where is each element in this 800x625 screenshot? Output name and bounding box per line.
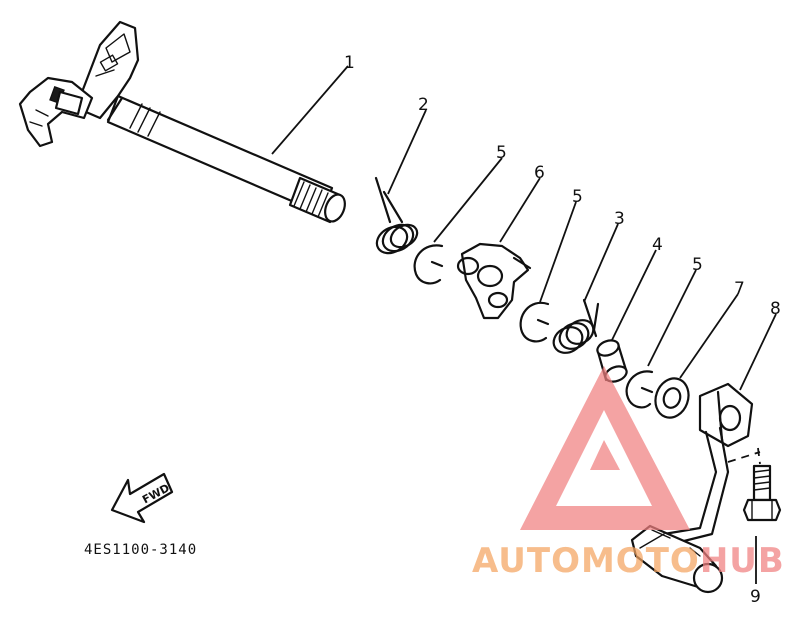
circlip-part-5-b [519, 301, 550, 343]
forward-direction-arrow: FWD [110, 472, 174, 524]
callout-6: 6 [534, 163, 545, 183]
callout-5-c: 5 [692, 255, 703, 275]
callout-labels: 1 2 5 6 5 3 4 5 7 8 9 [344, 53, 781, 607]
leader-lines [271, 65, 777, 584]
shift-shaft-part-1 [18, 20, 346, 224]
circlip-part-5-c [625, 370, 654, 409]
callout-5-b: 5 [572, 187, 583, 207]
shift-pedal-part-8 [630, 382, 754, 594]
callout-3: 3 [614, 209, 625, 229]
bolt-part-9 [742, 464, 782, 522]
callout-1: 1 [344, 53, 355, 73]
shift-plate-part-6 [456, 242, 532, 320]
washer-part-7 [654, 377, 690, 419]
return-spring-part-3 [552, 298, 600, 354]
torsion-spring-part-2 [374, 176, 419, 255]
callout-2: 2 [418, 95, 429, 115]
callout-4: 4 [652, 235, 663, 255]
watermark-triangle-logo [520, 366, 690, 530]
callout-8: 8 [770, 299, 781, 319]
circlip-part-5-a [413, 244, 444, 285]
callout-9: 9 [750, 587, 761, 607]
diagram-part-code: 4ES1100-3140 [84, 542, 197, 558]
callout-7: 7 [734, 279, 745, 299]
watermark-text: AUTOMOTOHUB [472, 541, 785, 581]
automotohub-watermark: AUTOMOTOHUB [472, 366, 785, 581]
callout-5-a: 5 [496, 143, 507, 163]
